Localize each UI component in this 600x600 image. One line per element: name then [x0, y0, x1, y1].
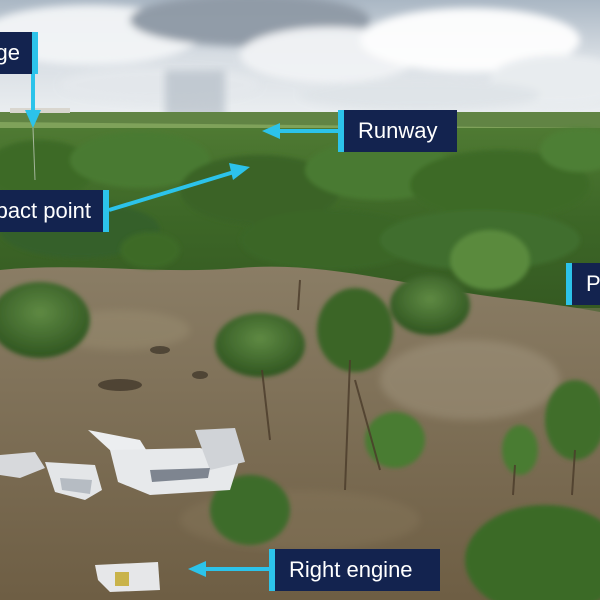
label-power-line-text: Power line	[586, 271, 600, 296]
right-engine-wreck	[95, 562, 160, 592]
label-right-engine: Right engine	[269, 549, 440, 591]
aircraft-wreckage	[0, 428, 245, 500]
label-power-line: Power line	[566, 263, 600, 305]
tree-trunks	[261, 279, 576, 496]
airfield-buildings	[10, 108, 70, 113]
label-right-engine-text: Right engine	[289, 557, 413, 582]
label-wreck-site: Wreckage	[0, 32, 38, 74]
debris	[98, 346, 208, 391]
label-wreck-site-text: Wreckage	[0, 40, 20, 65]
label-impact-point: First impact point	[0, 190, 109, 232]
label-runway: Runway	[338, 110, 457, 152]
rain-haze	[165, 70, 225, 118]
label-runway-text: Runway	[358, 118, 438, 143]
label-impact-point-text: First impact point	[0, 198, 91, 223]
flooded-trees	[0, 230, 600, 600]
tree-canopy-band	[0, 128, 600, 270]
